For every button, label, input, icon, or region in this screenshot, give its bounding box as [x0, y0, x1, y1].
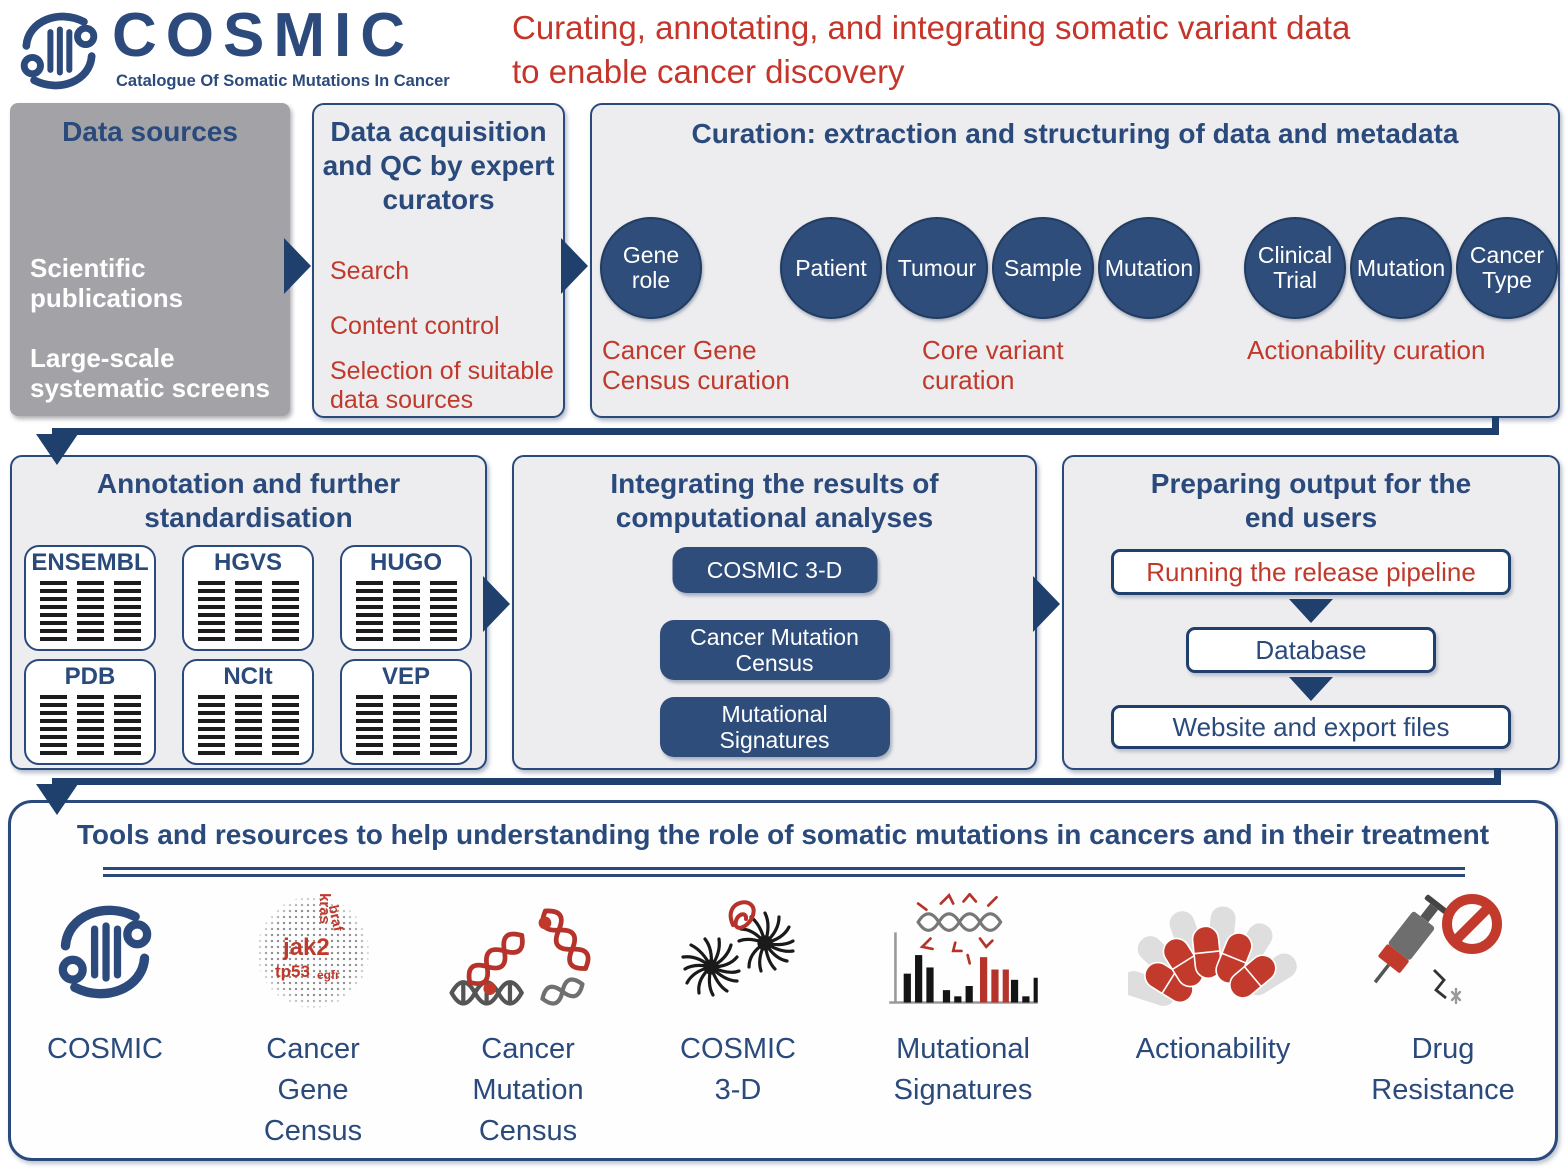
- acquisition-item-search: Search: [330, 257, 410, 285]
- brand-title: COSMIC: [112, 1, 414, 70]
- source-label: NCIt: [223, 663, 273, 690]
- arrow-right-icon: [483, 576, 510, 632]
- core-variant-curation-label: Core variant curation: [922, 335, 1064, 395]
- integration-box: Integrating the results of computational…: [512, 455, 1037, 770]
- figure-tagline: Curating, annotating, and integrating so…: [512, 6, 1562, 94]
- tagline-line-1: Curating, annotating, and integrating so…: [512, 9, 1351, 46]
- cosmic-logo-icon: [14, 8, 104, 94]
- pill-cancer-mutation-census: Cancer Mutation Census: [659, 620, 890, 680]
- source-box-hugo: HUGO: [340, 545, 472, 651]
- curation-circle-gene-role: Gene role: [600, 217, 702, 319]
- step-release-pipeline: Running the release pipeline: [1111, 549, 1511, 595]
- tools-box: Tools and resources to help understandin…: [8, 800, 1558, 1161]
- pills-fan-icon: [1093, 885, 1333, 1019]
- word-cloud-word: tp53: [275, 962, 310, 981]
- tools-title: Tools and resources to help understandin…: [76, 819, 1490, 850]
- source-box-ncit: NCIt: [182, 659, 314, 765]
- signature-bar-chart-icon: [858, 885, 1068, 1019]
- data-table-icon: [184, 581, 312, 641]
- source-label: HUGO: [370, 549, 442, 576]
- tool-item-drug-resistance: Drug Resistance: [1343, 885, 1543, 1111]
- source-label: PDB: [64, 663, 116, 690]
- actionability-curation-label: Actionability curation: [1247, 335, 1486, 365]
- integration-title: Integrating the results of computational…: [610, 468, 939, 533]
- protein-structure-icon: [648, 885, 828, 1019]
- output-box: Preparing output for the end users Runni…: [1062, 455, 1560, 770]
- syringe-no-symbol-icon: [1343, 885, 1543, 1019]
- tool-item-mutational-signatures: Mutational Signatures: [858, 885, 1068, 1111]
- cosmic-logo-icon: [15, 885, 195, 1019]
- data-sources-item-publications: Scientific publications: [30, 253, 184, 313]
- data-table-icon: [184, 695, 312, 755]
- word-cloud-word: jak2: [283, 934, 330, 961]
- step-website-export: Website and export files: [1111, 705, 1511, 749]
- tool-item-cancer-gene-census: kras braf jak2 tp53 egfr Cancer Gene Cen…: [228, 885, 398, 1152]
- arrow-right-icon: [284, 238, 311, 294]
- output-title: Preparing output for the end users: [1150, 468, 1472, 533]
- tool-item-actionability: Actionability: [1093, 885, 1333, 1070]
- dna-helix-icon: [428, 885, 628, 1019]
- cancer-gene-census-curation-label: Cancer Gene Census curation: [602, 335, 790, 395]
- source-label: ENSEMBL: [31, 549, 149, 576]
- arrow-down-icon: [1289, 599, 1333, 623]
- tool-label: Cancer Gene Census: [263, 1033, 363, 1147]
- source-box-ensembl: ENSEMBL: [24, 545, 156, 651]
- connector-line: [1494, 768, 1501, 782]
- source-label: HGVS: [213, 549, 282, 576]
- tool-item-cancer-mutation-census: Cancer Mutation Census: [428, 885, 628, 1152]
- curation-circle-cancer-type: Cancer Type: [1456, 217, 1558, 319]
- pill-cosmic-3d: COSMIC 3-D: [672, 547, 877, 593]
- curation-box: Curation: extraction and structuring of …: [590, 103, 1560, 418]
- curation-circle-clinical-trial: Clinical Trial: [1244, 217, 1346, 319]
- tool-item-cosmic-3d: COSMIC 3-D: [648, 885, 828, 1111]
- curation-circle-mutation-2: Mutation: [1350, 217, 1452, 319]
- tagline-line-2: to enable cancer discovery: [512, 53, 905, 90]
- annotation-box: Annotation and further standardisation E…: [10, 455, 487, 770]
- tool-label: COSMIC: [47, 1033, 163, 1065]
- connector-line: [1492, 416, 1499, 432]
- data-acquisition-title: Data acquisition and QC by expert curato…: [322, 116, 555, 215]
- data-sources-title: Data sources: [62, 116, 238, 147]
- curation-title: Curation: extraction and structuring of …: [691, 118, 1459, 149]
- arrow-right-icon: [561, 238, 588, 294]
- tool-item-cosmic: COSMIC: [15, 885, 195, 1070]
- curation-circle-patient: Patient: [780, 217, 882, 319]
- source-box-vep: VEP: [340, 659, 472, 765]
- data-table-icon: [342, 695, 470, 755]
- data-sources-item-screens: Large-scale systematic screens: [30, 343, 270, 403]
- tool-label: Cancer Mutation Census: [472, 1033, 584, 1147]
- arrow-down-icon: [1289, 677, 1333, 701]
- word-cloud-word: egfr: [317, 968, 340, 982]
- arrow-down-icon: [36, 784, 78, 815]
- connector-line: [52, 778, 1501, 785]
- arrow-right-icon: [1033, 576, 1060, 632]
- data-sources-box: Data sources Scientific publications Lar…: [10, 103, 290, 416]
- annotation-title: Annotation and further standardisation: [96, 468, 401, 533]
- pill-mutational-signatures: Mutational Signatures: [659, 697, 890, 757]
- source-box-pdb: PDB: [24, 659, 156, 765]
- tool-label: Mutational Signatures: [893, 1033, 1033, 1106]
- curation-circle-sample: Sample: [992, 217, 1094, 319]
- tool-label: Actionability: [1135, 1033, 1291, 1065]
- acquisition-item-content-control: Content control: [330, 312, 500, 340]
- step-database: Database: [1186, 627, 1436, 673]
- connector-line: [52, 428, 1499, 435]
- acquisition-item-selection: Selection of suitable data sources: [330, 357, 554, 414]
- word-cloud-word: braf: [325, 903, 347, 933]
- curation-circle-mutation: Mutation: [1098, 217, 1200, 319]
- data-table-icon: [26, 581, 154, 641]
- tools-underline: [103, 867, 1465, 877]
- gene-word-cloud-icon: kras braf jak2 tp53 egfr: [228, 885, 398, 1019]
- data-table-icon: [342, 581, 470, 641]
- source-box-hgvs: HGVS: [182, 545, 314, 651]
- tool-label: COSMIC 3-D: [680, 1033, 796, 1106]
- curation-circle-tumour: Tumour: [886, 217, 988, 319]
- brand-subtitle: Catalogue Of Somatic Mutations In Cancer: [116, 72, 450, 90]
- data-table-icon: [26, 695, 154, 755]
- arrow-down-icon: [36, 434, 78, 465]
- source-label: VEP: [381, 663, 431, 690]
- tool-label: Drug Resistance: [1371, 1033, 1515, 1106]
- data-acquisition-box: Data acquisition and QC by expert curato…: [312, 103, 565, 418]
